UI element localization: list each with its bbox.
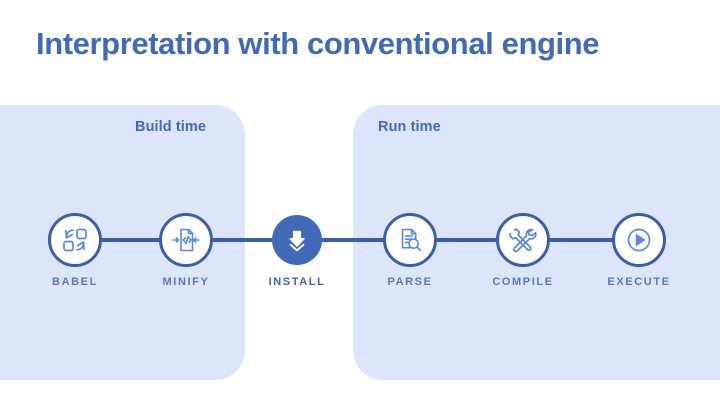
connector-compile-execute (548, 238, 614, 242)
play-circle-icon (624, 225, 654, 255)
pipeline-label-babel: BABEL (52, 276, 98, 288)
pipeline-node-compile[interactable] (496, 213, 550, 267)
pipeline-label-compile: COMPILE (492, 276, 554, 288)
phase-heading-build-time: Build time (135, 119, 207, 135)
wrench-screwdriver-icon (508, 225, 538, 255)
phase-heading-run-time: Run time (378, 119, 441, 135)
transform-swap-icon (60, 225, 90, 255)
pipeline-node-minify[interactable] (159, 213, 213, 267)
pipeline-label-parse: PARSE (387, 276, 433, 288)
pipeline-label-minify: MINIFY (162, 276, 210, 288)
code-document-compress-icon (170, 225, 202, 255)
pipeline-node-babel[interactable] (48, 213, 102, 267)
connector-babel-minify (100, 238, 161, 242)
connector-parse-compile (435, 238, 498, 242)
download-arrow-icon (284, 227, 310, 253)
pipeline-node-parse[interactable] (383, 213, 437, 267)
page-title: Interpretation with conventional engine (36, 26, 600, 61)
pipeline-label-execute: EXECUTE (607, 276, 671, 288)
document-magnifier-icon (395, 225, 425, 255)
pipeline-node-execute[interactable] (612, 213, 666, 267)
connector-install-parse (322, 238, 385, 242)
connector-minify-install (211, 238, 272, 242)
pipeline-node-install[interactable] (272, 215, 322, 265)
pipeline-label-install: INSTALL (268, 276, 326, 288)
